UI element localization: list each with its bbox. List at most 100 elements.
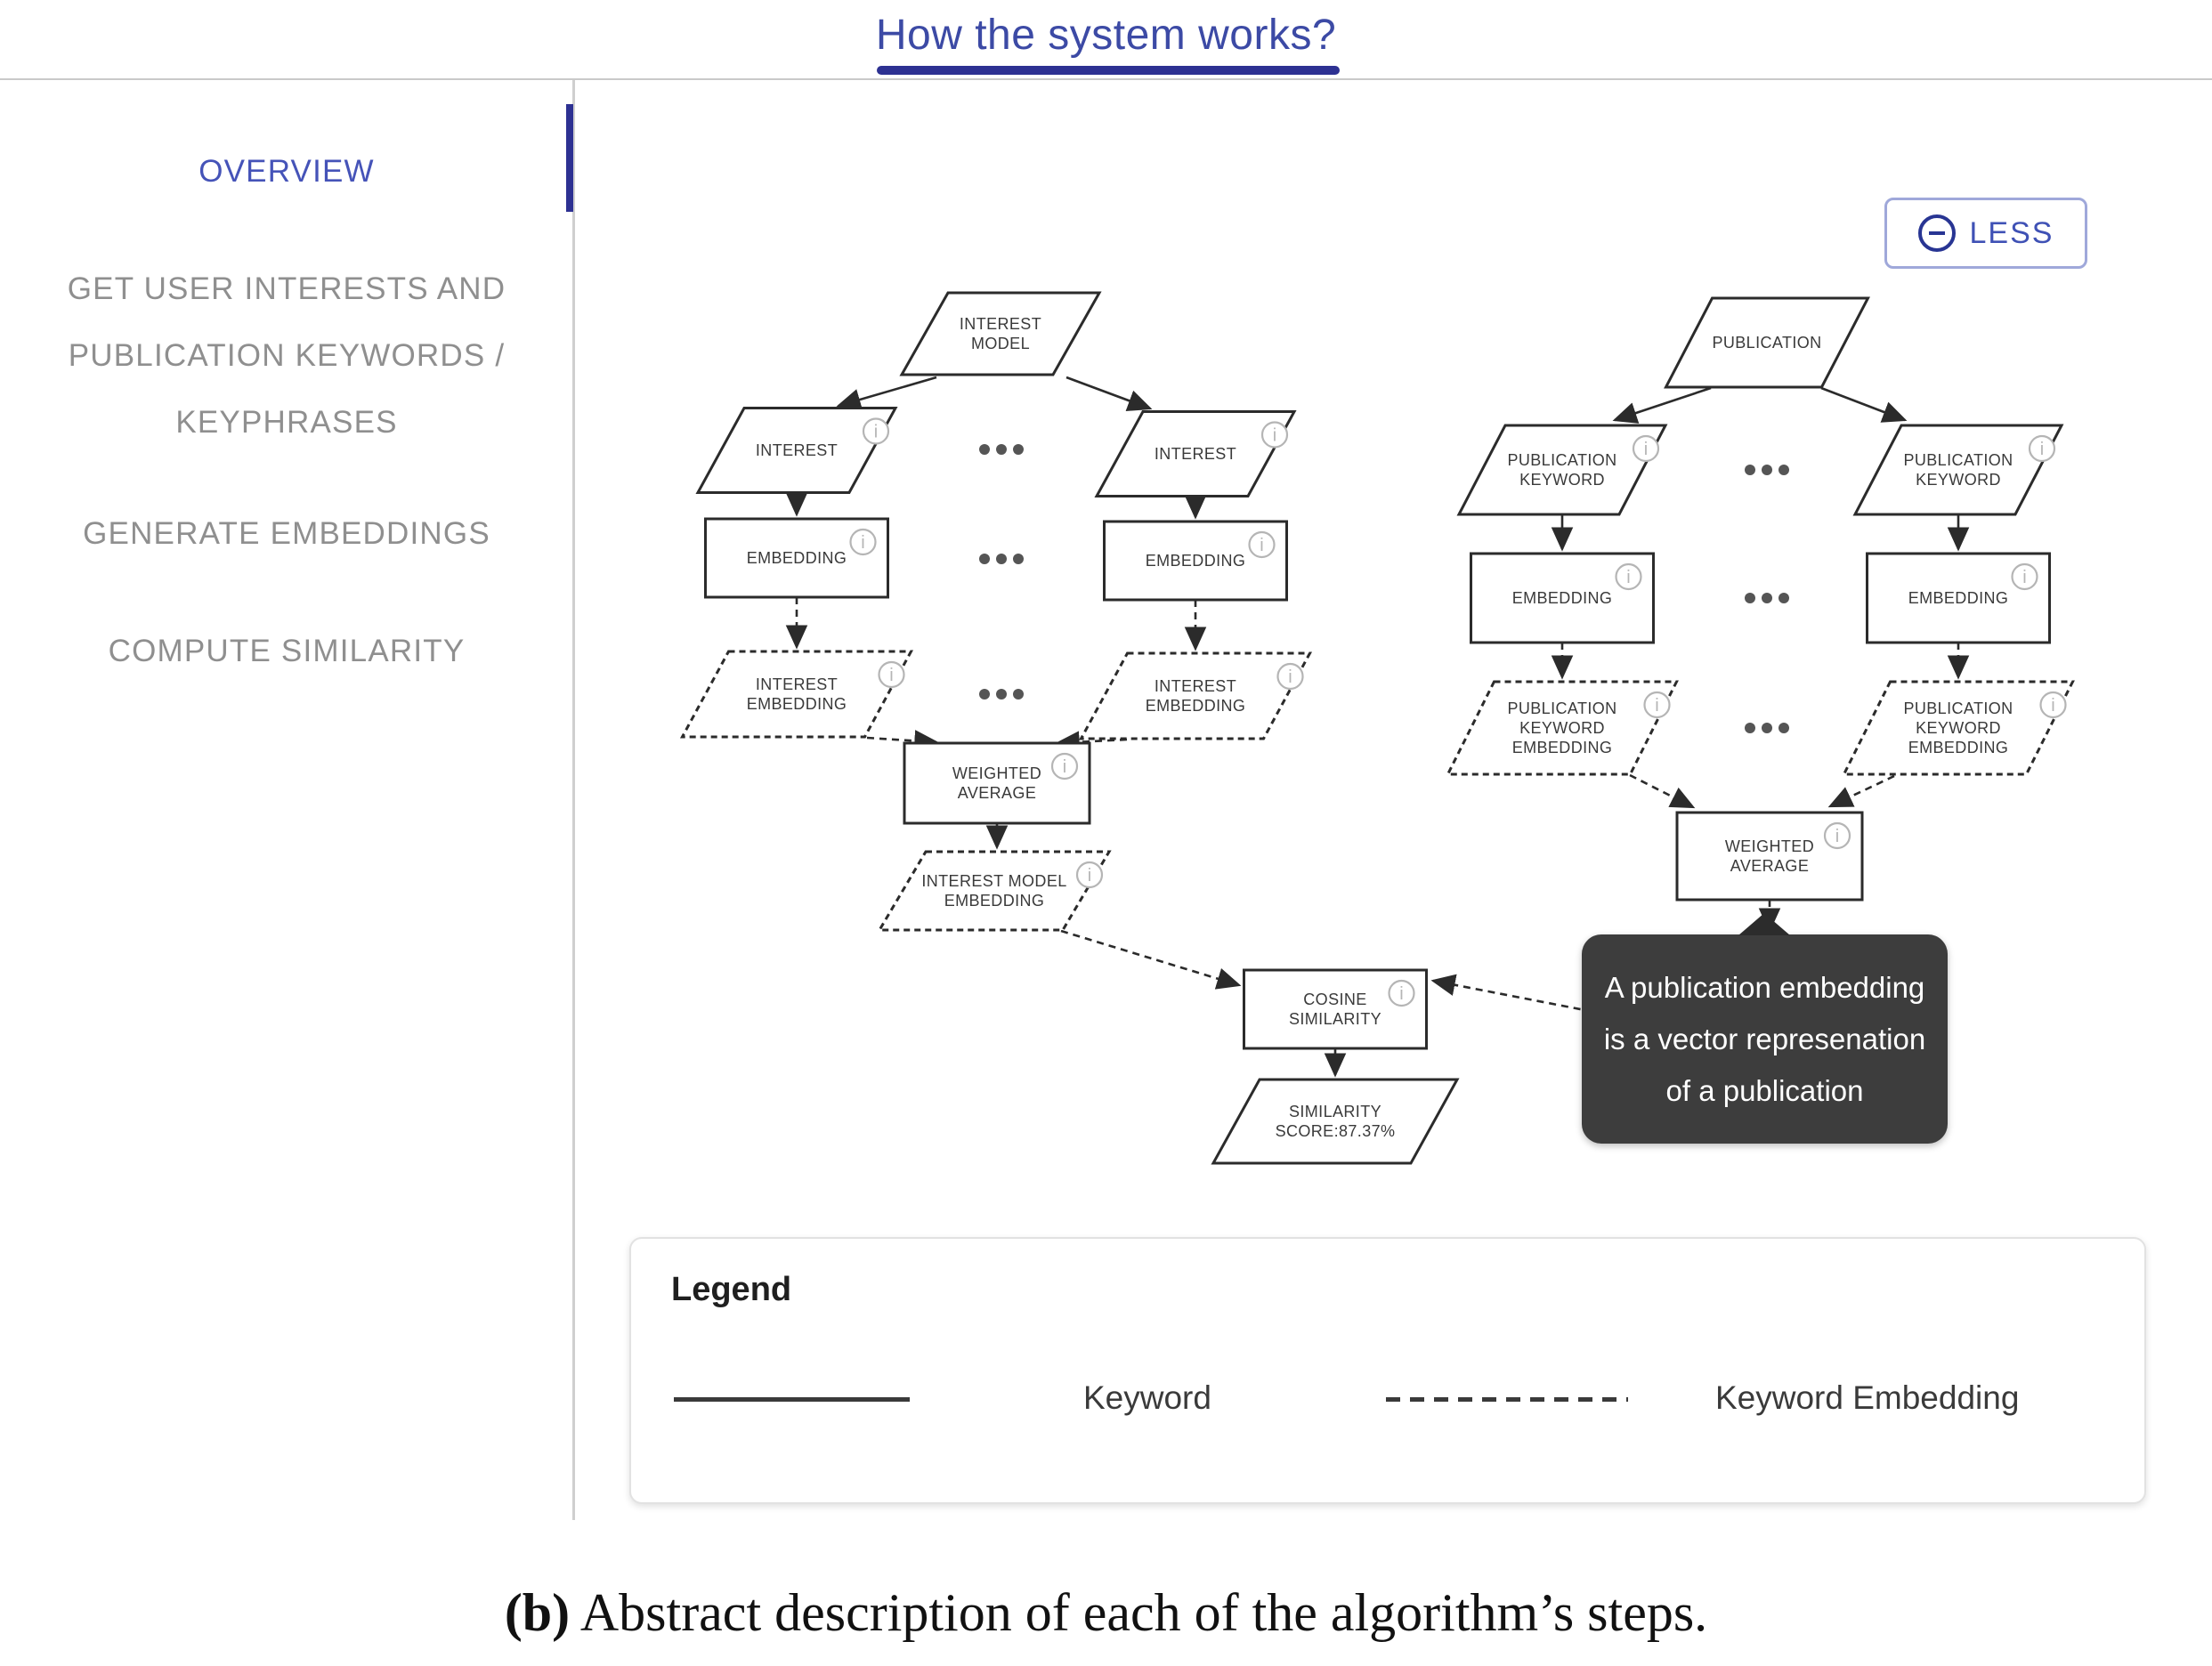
info-icon[interactable]: i bbox=[2011, 562, 2038, 591]
sidebar-divider bbox=[572, 80, 575, 1520]
svg-text:i: i bbox=[1626, 568, 1630, 587]
svg-text:i: i bbox=[1088, 866, 1091, 886]
less-button-label: LESS bbox=[1969, 215, 2054, 250]
svg-text:i: i bbox=[2051, 696, 2054, 716]
tooltip-text-line: of a publication bbox=[1665, 1073, 1864, 1107]
active-tab-underline bbox=[877, 66, 1340, 75]
header-bar: How the system works? bbox=[0, 0, 2212, 80]
info-icon[interactable]: i bbox=[1260, 421, 1289, 449]
page-title: How the system works? bbox=[875, 12, 1337, 59]
info-icon[interactable]: i bbox=[1276, 662, 1304, 691]
sidebar-active-indicator bbox=[566, 104, 573, 212]
svg-text:i: i bbox=[1288, 667, 1292, 687]
figure-caption-label: (b) bbox=[504, 1583, 571, 1642]
svg-text:i: i bbox=[1260, 536, 1263, 555]
info-icon[interactable]: i bbox=[1823, 821, 1851, 850]
svg-text:i: i bbox=[1835, 827, 1839, 846]
sidebar-item-get-user-interests[interactable]: GET USER INTERESTS AND PUBLICATION KEYWO… bbox=[67, 271, 506, 440]
svg-text:i: i bbox=[874, 423, 878, 442]
node-publication: PUBLICATION bbox=[1664, 296, 1870, 389]
node-label: INTEREST bbox=[1155, 445, 1236, 463]
info-icon[interactable]: i bbox=[862, 417, 890, 445]
node-label: EMBEDDING bbox=[1512, 589, 1613, 607]
info-icon[interactable]: i bbox=[2028, 434, 2056, 463]
svg-text:i: i bbox=[2022, 568, 2026, 587]
dashed-line-sample-icon bbox=[1386, 1397, 1628, 1402]
ellipsis-dots-icon bbox=[979, 444, 1024, 455]
less-button[interactable]: LESS bbox=[1884, 198, 2087, 269]
svg-text:i: i bbox=[1399, 984, 1403, 1004]
ellipsis-dots-icon bbox=[979, 689, 1024, 700]
sidebar-item-compute-similarity[interactable]: COMPUTE SIMILARITY bbox=[108, 634, 466, 668]
node-label: EMBEDDING bbox=[747, 549, 847, 567]
info-icon[interactable]: i bbox=[849, 528, 877, 556]
svg-text:i: i bbox=[1644, 440, 1648, 459]
tooltip-text-line: is a vector represenation bbox=[1603, 1022, 1926, 1055]
info-icon[interactable]: i bbox=[1075, 861, 1104, 889]
svg-text:i: i bbox=[1063, 757, 1066, 777]
node-embedding-publication-right[interactable]: EMBEDDING i bbox=[1866, 552, 2051, 644]
info-icon[interactable]: i bbox=[2039, 691, 2067, 719]
flow-edge-dashed bbox=[866, 730, 939, 752]
flow-edge-dashed bbox=[1060, 929, 1242, 990]
solid-line-sample-icon bbox=[674, 1397, 910, 1402]
flow-edge-dashed bbox=[1629, 773, 1696, 809]
svg-text:i: i bbox=[1655, 696, 1658, 716]
legend-title: Legend bbox=[671, 1271, 792, 1308]
sidebar-item-generate-embeddings[interactable]: GENERATE EMBEDDINGS bbox=[83, 516, 490, 551]
info-icon[interactable]: i bbox=[1615, 562, 1642, 591]
info-icon[interactable]: i bbox=[1050, 752, 1079, 780]
info-icon[interactable]: i bbox=[1632, 434, 1660, 463]
legend-label-keyword-embedding: Keyword Embedding bbox=[1715, 1379, 2020, 1416]
flow-edge-solid bbox=[1820, 386, 1908, 423]
node-embedding-publication-left[interactable]: EMBEDDING i bbox=[1470, 552, 1655, 644]
info-icon[interactable]: i bbox=[1643, 691, 1671, 719]
node-interest-left[interactable]: INTEREST i bbox=[695, 407, 898, 494]
figure-caption-text: Abstract description of each of the algo… bbox=[570, 1583, 1708, 1642]
flow-edge-solid bbox=[1612, 386, 1712, 424]
tooltip-text-line: A publication embedding bbox=[1604, 970, 1925, 1004]
node-label: PUBLICATION bbox=[1712, 334, 1821, 352]
sidebar-item-overview[interactable]: OVERVIEW bbox=[199, 154, 375, 189]
svg-text:i: i bbox=[861, 533, 864, 553]
node-label: EMBEDDING bbox=[1908, 589, 2009, 607]
legend-card: Legend Keyword Keyword Embedding bbox=[629, 1237, 2146, 1504]
info-icon[interactable]: i bbox=[1388, 979, 1415, 1007]
figure-caption: (b) Abstract description of each of the … bbox=[0, 1582, 2212, 1644]
tooltip-arrow-icon bbox=[1738, 913, 1790, 935]
publication-embedding-tooltip: A publication embedding is a vector repr… bbox=[1582, 913, 1948, 1144]
flow-edge-dashed bbox=[1827, 774, 1895, 808]
node-interest-right[interactable]: INTEREST i bbox=[1094, 410, 1297, 497]
ellipsis-dots-icon bbox=[1745, 723, 1789, 733]
minus-circle-icon bbox=[1917, 214, 1956, 252]
flow-edge-solid bbox=[1065, 376, 1153, 411]
info-icon[interactable]: i bbox=[1248, 530, 1276, 559]
svg-text:i: i bbox=[1273, 426, 1276, 446]
info-icon[interactable]: i bbox=[878, 660, 905, 689]
node-embedding-interest-left[interactable]: EMBEDDING i bbox=[704, 517, 889, 599]
node-label: INTEREST bbox=[756, 441, 838, 459]
flow-edge-solid bbox=[836, 376, 937, 410]
